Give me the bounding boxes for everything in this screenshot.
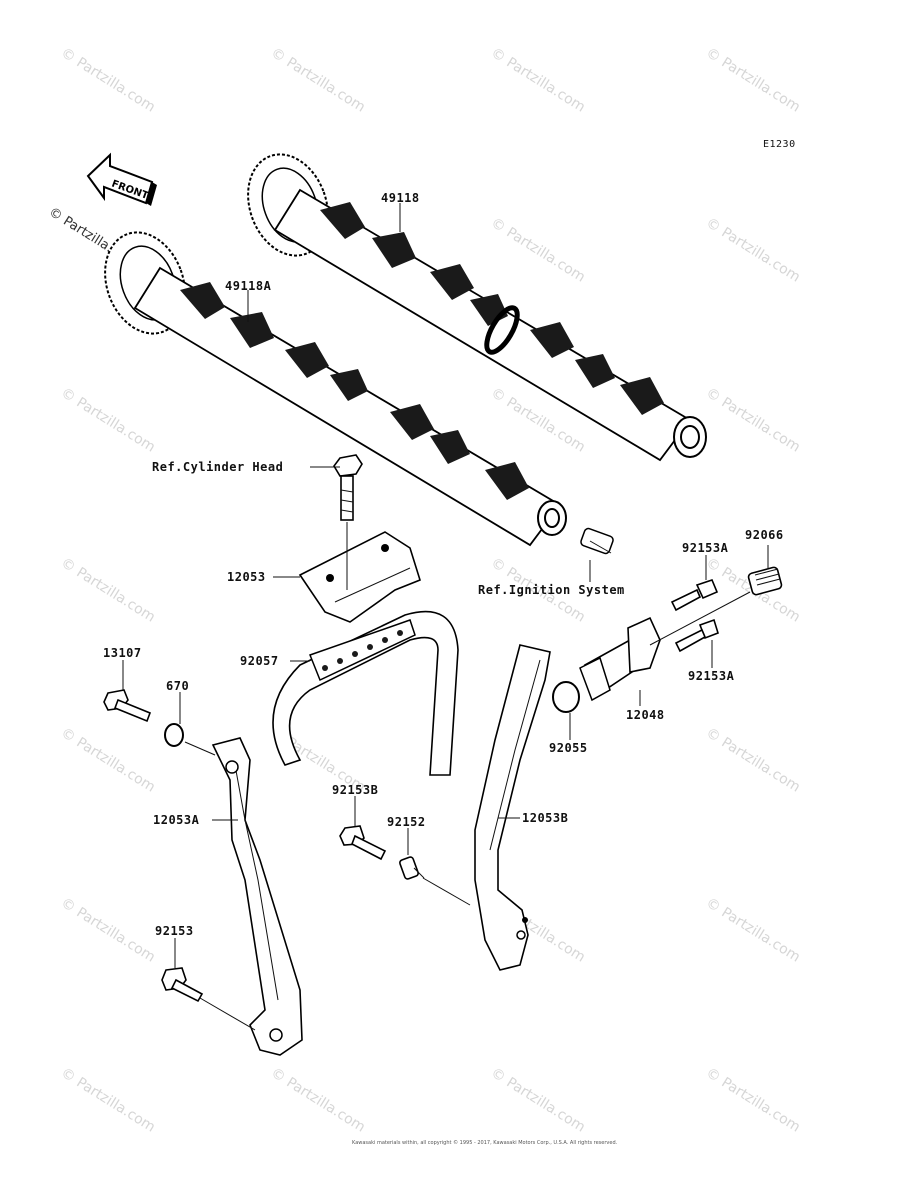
cap-bolt-92066: [747, 566, 783, 596]
o-ring-92055: [552, 681, 580, 713]
watermark-text: © Partzilla.com: [703, 45, 803, 116]
label-92057: 92057: [240, 654, 279, 668]
label-92152: 92152: [387, 815, 426, 829]
o-ring-670: [164, 723, 184, 747]
label-92055: 92055: [549, 741, 588, 755]
camshaft-49118A: [104, 231, 614, 555]
label-670: 670: [166, 679, 189, 693]
label-12053: 12053: [227, 570, 266, 584]
watermark-text: © Partzilla.com: [268, 1065, 368, 1136]
watermark-text: © Partzilla.com: [703, 215, 803, 286]
chain-tensioner-12048: [579, 616, 661, 702]
timing-chain-92057: [272, 610, 459, 776]
watermark-text: © Partzilla.com: [58, 45, 158, 116]
copyright-footer: Kawasaki materials within, all copyright…: [352, 1139, 618, 1146]
label-ref-cylinder-head: Ref.Cylinder Head: [152, 460, 283, 474]
cylinder-head-bolt: [333, 454, 363, 521]
watermark-text: © Partzilla.com: [703, 895, 803, 966]
watermark-text: © Partzilla.com: [488, 1065, 588, 1136]
bolt-13107: [103, 689, 152, 723]
collar-92152: [399, 856, 425, 880]
watermark-text: © Partzilla.com: [58, 895, 158, 966]
diagram-code: E1230: [763, 139, 796, 150]
label-12053B: 12053B: [522, 811, 568, 825]
label-92153: 92153: [155, 924, 194, 938]
label-12053A: 12053A: [153, 813, 200, 827]
label-ref-ignition-system: Ref.Ignition System: [478, 583, 625, 597]
watermark-text: © Partzilla.com: [488, 215, 588, 286]
label-13107: 13107: [103, 646, 142, 660]
label-12048: 12048: [626, 708, 665, 722]
leader-lines: [122, 203, 769, 1031]
watermark-text: © Partzilla.com: [488, 45, 588, 116]
watermark-text: © Partzilla.com: [703, 725, 803, 796]
label-92153A-bottom: 92153A: [688, 669, 735, 683]
front-arrow-icon: FRONT: [86, 152, 157, 206]
label-92153B: 92153B: [332, 783, 378, 797]
watermark-text: © Partzilla.com: [703, 1065, 803, 1136]
bolt-92153B: [339, 825, 387, 861]
label-92153A-top: 92153A: [682, 541, 729, 555]
watermark-text: © Partzilla.com: [58, 555, 158, 626]
watermark-text: © Partzilla.com: [703, 385, 803, 456]
watermark-text: © Partzilla.com: [58, 1065, 158, 1136]
bolt-92153A-top: [670, 579, 719, 612]
chain-guide-12053A: [211, 737, 303, 1056]
chain-guide-12053: [298, 531, 421, 623]
chain-guide-12053B: [474, 644, 551, 971]
watermark-text: © Partzilla.com: [268, 45, 368, 116]
label-92066: 92066: [745, 528, 784, 542]
camshaft-49118: [247, 153, 707, 462]
watermark-text: © Partzilla.com: [58, 385, 158, 456]
bolt-92153A-bottom: [674, 618, 719, 653]
label-49118: 49118: [381, 191, 420, 205]
bolt-92153: [161, 967, 204, 1003]
watermark-text: © Partzilla.com: [58, 725, 158, 796]
label-49118A: 49118A: [225, 279, 272, 293]
